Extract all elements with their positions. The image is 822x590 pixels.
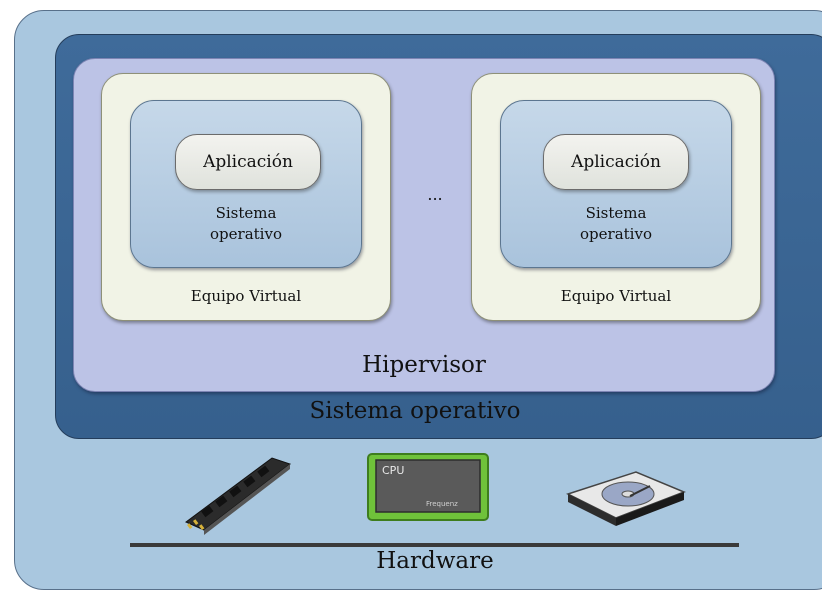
application-label: Aplicación: [571, 152, 661, 172]
cpu-label: CPU: [382, 464, 404, 477]
hardware-label: Hardware: [376, 548, 494, 574]
more-vms-ellipsis: ...: [427, 185, 443, 204]
guest-os-label: Sistema operativo: [580, 204, 652, 243]
application-1: Aplicación: [175, 134, 321, 190]
virtual-machine-label: Equipo Virtual: [190, 287, 302, 305]
application-2: Aplicación: [543, 134, 689, 190]
application-label: Aplicación: [203, 152, 293, 172]
frequency-label: Frequenz: [426, 500, 458, 508]
guest-os-label: Sistema operativo: [210, 204, 282, 243]
virtual-machine-label: Equipo Virtual: [560, 287, 672, 305]
host-os-label: Sistema operativo: [309, 398, 521, 424]
ram-module-icon: [185, 457, 292, 535]
hardware-baseline: [130, 543, 739, 547]
hard-disk-icon: [566, 471, 686, 526]
cpu-chip-icon: CPU Frequenz: [367, 453, 489, 521]
hypervisor-label: Hipervisor: [362, 352, 486, 378]
